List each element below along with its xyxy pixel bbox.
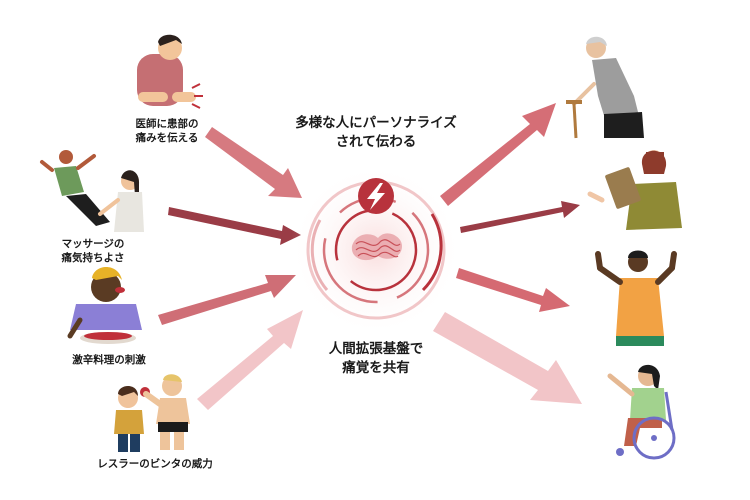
elderly-man-with-cane-illustration: [566, 37, 644, 138]
source-label-wrestler: レスラーのビンタの威力: [80, 457, 230, 471]
source-label-spicy-food: 激辛料理の刺激: [54, 353, 164, 367]
arrow-to-clipboard-woman: [460, 201, 580, 233]
pain-waveform-icon: [352, 233, 402, 260]
incoming-arrows: [158, 127, 303, 410]
pain-lightning-icon: [358, 178, 394, 214]
source-label-doctor: 医師に患部の痛みを伝える: [112, 117, 222, 145]
arrow-from-massage: [168, 207, 301, 245]
center-emblem: [290, 164, 462, 336]
massage-illustration: [42, 150, 144, 232]
personalization-caption: 多様な人にパーソナライズされて伝わる: [276, 114, 476, 152]
woman-with-clipboard-illustration: [590, 150, 682, 230]
wrestler-slap-illustration: [114, 374, 190, 452]
platform-caption: 人間拡張基盤で痛覚を共有: [296, 340, 456, 378]
arrow-to-raised-hands: [456, 268, 570, 312]
woman-in-wheelchair-illustration: [610, 365, 674, 458]
doctor-patient-illustration: [137, 35, 203, 108]
spicy-food-illustration: [70, 267, 142, 344]
man-raising-hands-illustration: [598, 251, 674, 347]
arrow-from-wrestler: [197, 310, 303, 410]
arrow-from-spicy-food: [158, 275, 296, 325]
source-label-massage: マッサージの痛気持ちよさ: [38, 237, 148, 265]
